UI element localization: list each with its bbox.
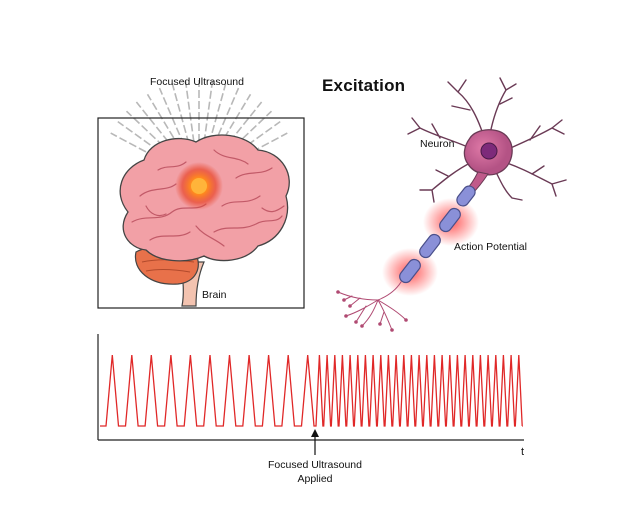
event-label-line1: Focused Ultrasound bbox=[268, 459, 362, 471]
ultrasound-beam-line bbox=[222, 101, 263, 151]
ultrasound-beam-line bbox=[232, 132, 288, 163]
diagram-title: Excitation bbox=[322, 76, 406, 95]
event-label-line2: Applied bbox=[297, 473, 333, 485]
neuron-nucleus bbox=[480, 142, 498, 160]
ultrasound-beam-line bbox=[213, 87, 240, 146]
event-arrow-head bbox=[311, 429, 319, 437]
ultrasound-beam-line bbox=[203, 80, 214, 143]
ultrasound-beam-line bbox=[135, 101, 176, 151]
spike-trace bbox=[100, 354, 523, 427]
ultrasound-beam-line bbox=[229, 120, 281, 159]
x-axis-label: t bbox=[521, 446, 525, 458]
ultrasound-beam-line bbox=[146, 93, 181, 148]
ultrasound-beam-line bbox=[117, 120, 169, 159]
ultrasound-beam-line bbox=[110, 132, 166, 163]
brain-illustration bbox=[119, 134, 290, 307]
label-action-potential: Action Potential bbox=[454, 241, 527, 253]
ultrasound-beam-line bbox=[171, 83, 190, 144]
label-focused-ultrasound: Focused Ultrasound bbox=[150, 76, 244, 88]
spike-chart bbox=[97, 334, 524, 455]
ultrasound-beam-line bbox=[208, 83, 227, 144]
neuron-illustration bbox=[336, 77, 567, 332]
ultrasound-beam-line bbox=[217, 93, 252, 148]
label-brain: Brain bbox=[202, 289, 227, 301]
event-label: Focused Ultrasound Applied bbox=[255, 458, 375, 486]
label-neuron: Neuron bbox=[420, 138, 455, 150]
brain-frame bbox=[97, 117, 305, 309]
ultrasound-beam-line bbox=[184, 80, 195, 143]
ultrasound-beam-line bbox=[158, 87, 185, 146]
